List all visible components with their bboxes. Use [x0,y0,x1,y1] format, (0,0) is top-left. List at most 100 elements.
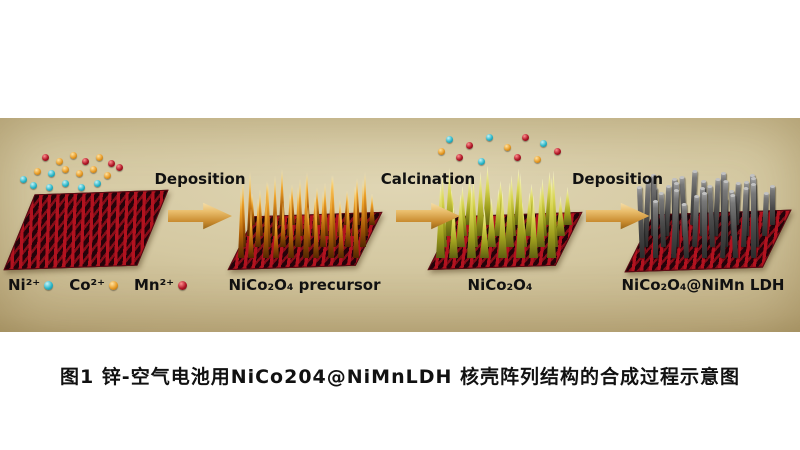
nanoneedle [295,186,301,247]
ion-dot-ni [446,136,453,143]
nanoneedle [312,196,318,236]
step-label: Calcination [380,170,476,188]
nanoneedle [505,182,514,247]
ion-dot-mn [82,158,89,165]
nanorod [751,182,756,258]
nanoneedle [257,189,263,236]
ion-dot-ni [48,170,55,177]
legend-item-mn: Mn²⁺ [134,276,188,294]
nanoneedle [289,184,295,225]
nanoneedle [458,185,467,236]
ion-dot-co [34,168,41,175]
nanoneedle [525,192,534,236]
nanoneedle [465,177,474,225]
ion-cloud [428,130,578,185]
stage-label-calcined: NiCo₂O₄ [467,276,533,294]
nanoneedle [305,206,311,247]
stage-substrate-ions [3,148,171,271]
nanoneedle [527,183,536,225]
nanorod [702,191,707,258]
nanoneedle [563,186,572,225]
nanoneedle [496,180,505,225]
ion-dot-co [96,154,103,161]
nanoneedle [354,178,360,225]
ion-dot-co [438,148,445,155]
step-label: Deposition [571,170,664,188]
ion-dot-mn [116,164,123,171]
nanoneedle [288,195,294,258]
ion-dot-co [90,166,97,173]
nanoneedle [498,190,507,258]
nanoneedle [273,213,279,258]
stage-label-precursor: NiCo₂O₄ precursor [228,276,381,294]
legend-label-ni: Ni²⁺ [8,276,41,294]
nanoneedle [255,198,261,247]
nanoneedle [529,194,538,258]
nanoneedle [238,186,244,258]
nanoneedle [536,186,545,247]
nanoneedle [247,172,253,236]
nanoneedle [480,208,489,258]
nanoneedle [353,186,359,258]
nanoneedle [249,193,255,225]
nanoneedle [487,198,496,247]
ion-dot-co [104,172,111,179]
ion-dot-ni [30,182,37,189]
nanoneedle [313,199,319,258]
nanoneedle [304,172,310,225]
ion-dot-mn [522,134,529,141]
nanoneedle [322,182,328,236]
ion-dot-mn [466,142,473,149]
nanoneedle [337,200,343,236]
nanoneedle [248,208,254,258]
arrow-right-icon [396,202,460,230]
legend-label-mn: Mn²⁺ [134,276,175,294]
nanoneedle [469,178,478,247]
ion-dot-ni [540,140,547,147]
nanoneedle [360,178,366,247]
nanoneedle [445,168,454,236]
nanoneedle [507,175,516,236]
nanoneedle [272,175,278,236]
nanoneedle [494,189,503,236]
ion-dot-ni [486,134,493,141]
ion-dot-mn [554,148,561,155]
nanoneedle [476,171,485,236]
nanoneedle [280,202,286,247]
step-calcination: Calcination [372,170,484,231]
nanoneedle [314,187,320,225]
nanoneedle [297,179,303,236]
nanoneedle [514,168,523,225]
arrow-right-icon [168,202,232,230]
nanoneedle [516,173,525,258]
step-deposition-1: Deposition [150,170,250,231]
legend-item-co: Co²⁺ [69,276,118,294]
nanoneedle [264,181,270,225]
nanorod [770,184,775,225]
stage-core-shell-array [624,130,792,273]
ion-dot-co [504,144,511,151]
schematic-panel: Deposition Calcination Deposition NiCo₂O… [0,118,800,332]
nickel-ion-dot [44,280,54,290]
nanoneedle [483,165,492,225]
nanoneedle [320,190,326,247]
nanoneedle [538,178,547,236]
manganese-ion-dot [178,280,188,290]
arrow-right-icon [585,202,650,230]
ion-dot-ni [62,180,69,187]
nanoneedle [287,193,293,236]
ion-dot-ni [478,158,485,165]
ion-dot-mn [456,154,463,161]
stage-label-core-shell: NiCo₂O₄@NiMn LDH [621,276,785,294]
nanoneedle [456,194,465,247]
nanoneedle [279,169,285,225]
ion-dot-ni [20,176,27,183]
nanoneedle [263,191,269,258]
stage-calcined-array [427,130,583,271]
legend-label-co: Co²⁺ [69,276,105,294]
ion-dot-ni [94,180,101,187]
stage-precursor-array [227,130,383,271]
nanoneedle [240,178,246,247]
nanoneedle [303,178,309,258]
